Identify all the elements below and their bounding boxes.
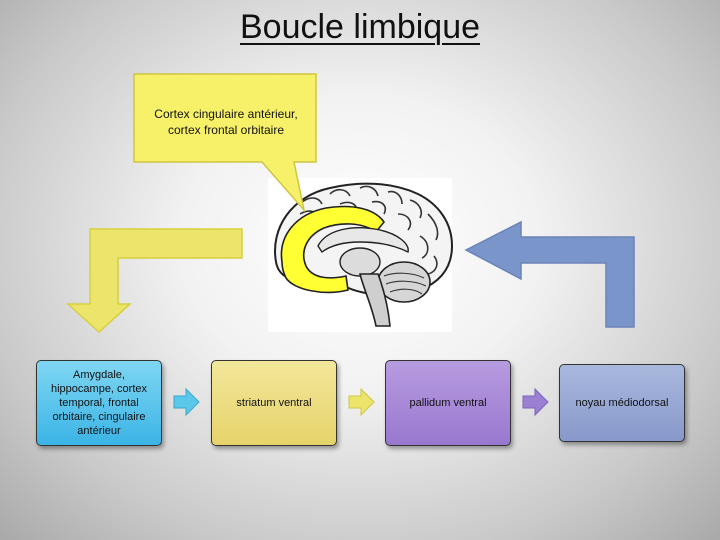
cerebellum — [377, 261, 431, 303]
limbic-highlight — [280, 205, 386, 294]
node-noyau-mediodorsal: noyau médiodorsal — [559, 364, 685, 442]
callout-text: Cortex cingulaire antérieur, cortex fron… — [154, 107, 298, 137]
callout-bubble — [133, 73, 317, 213]
yellow-return-arrow — [66, 228, 243, 334]
thalamus — [339, 247, 381, 277]
node-amygdala: Amygdale, hippocampe, cortex temporal, f… — [36, 360, 162, 446]
blue-return-arrow — [464, 220, 635, 328]
node-striatum-ventral: striatum ventral — [211, 360, 337, 446]
flow-arrow-3 — [522, 387, 549, 417]
cerebellum-folia — [383, 272, 427, 295]
brainstem — [358, 273, 391, 327]
flow-arrow-2 — [348, 387, 375, 417]
flow-arrow-1 — [173, 387, 200, 417]
slide-title: Boucle limbique — [239, 8, 481, 46]
corpus-callosum — [317, 227, 409, 254]
node-pallidum-ventral: pallidum ventral — [385, 360, 511, 446]
